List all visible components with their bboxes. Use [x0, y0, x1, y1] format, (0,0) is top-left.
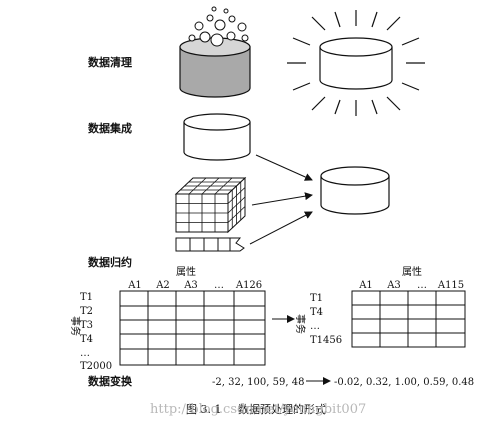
source-cylinder	[183, 113, 251, 161]
left-row-label: T2	[80, 306, 93, 317]
left-col-header: A1	[127, 280, 142, 291]
left-col-header: A3	[183, 280, 198, 291]
left-col-header: …	[214, 280, 224, 291]
right-attr-header: 属性	[402, 265, 422, 278]
transform-output-values: -0.02, 0.32, 1.00, 0.59, 0.48	[334, 377, 474, 388]
left-row-label: T1	[80, 292, 93, 303]
figure-caption-title: 数据预处理的形式	[238, 402, 326, 416]
right-col-header: A3	[386, 280, 401, 291]
left-data-grid	[119, 290, 266, 366]
integration-arrows	[249, 154, 313, 245]
left-col-header: A126	[235, 280, 262, 291]
right-row-label: T4	[310, 307, 323, 318]
section-label-transformation: 数据变换	[88, 374, 133, 388]
left-col-header: A2	[155, 280, 170, 291]
right-col-headers: A1 A3 … A115	[358, 280, 464, 291]
right-col-header: …	[417, 280, 427, 291]
section-label-cleaning: 数据清理	[88, 55, 132, 69]
left-row-label: T4	[80, 334, 93, 345]
transform-input-values: -2, 32, 100, 59, 48	[212, 377, 304, 388]
left-row-axis-label: 事务	[69, 316, 82, 336]
right-row-label: T1	[310, 293, 323, 304]
right-row-label: …	[310, 321, 320, 332]
bubbles-icon	[188, 6, 249, 47]
right-row-label: T1456	[310, 335, 342, 346]
section-label-integration: 数据集成	[88, 121, 132, 135]
integrated-cylinder	[320, 166, 390, 215]
right-col-header: A1	[358, 280, 373, 291]
clean-data-cylinder	[319, 37, 393, 90]
flat-record-strip	[175, 237, 245, 252]
right-col-header: A115	[437, 280, 464, 291]
left-row-label: T2000	[80, 361, 112, 372]
section-label-reduction: 数据归约	[88, 255, 132, 269]
shine-rays-icon	[287, 10, 425, 116]
right-row-axis-label: 事务	[294, 314, 307, 334]
left-attr-header: 属性	[176, 265, 196, 278]
left-row-label: …	[80, 348, 90, 359]
dirty-data-cylinder	[179, 37, 251, 98]
data-cube	[174, 176, 247, 234]
watermark: http://blog.csdn.net/youngbit007	[150, 402, 366, 417]
figure-caption-label: 图 3. 1	[186, 403, 222, 416]
left-row-labels: T1 T2 T3 T4 … T2000	[80, 292, 112, 372]
left-row-label: T3	[80, 320, 93, 331]
right-data-grid	[351, 290, 466, 348]
left-col-headers: A1 A2 A3 … A126	[127, 280, 262, 291]
right-row-labels: T1 T4 … T1456	[310, 293, 342, 346]
